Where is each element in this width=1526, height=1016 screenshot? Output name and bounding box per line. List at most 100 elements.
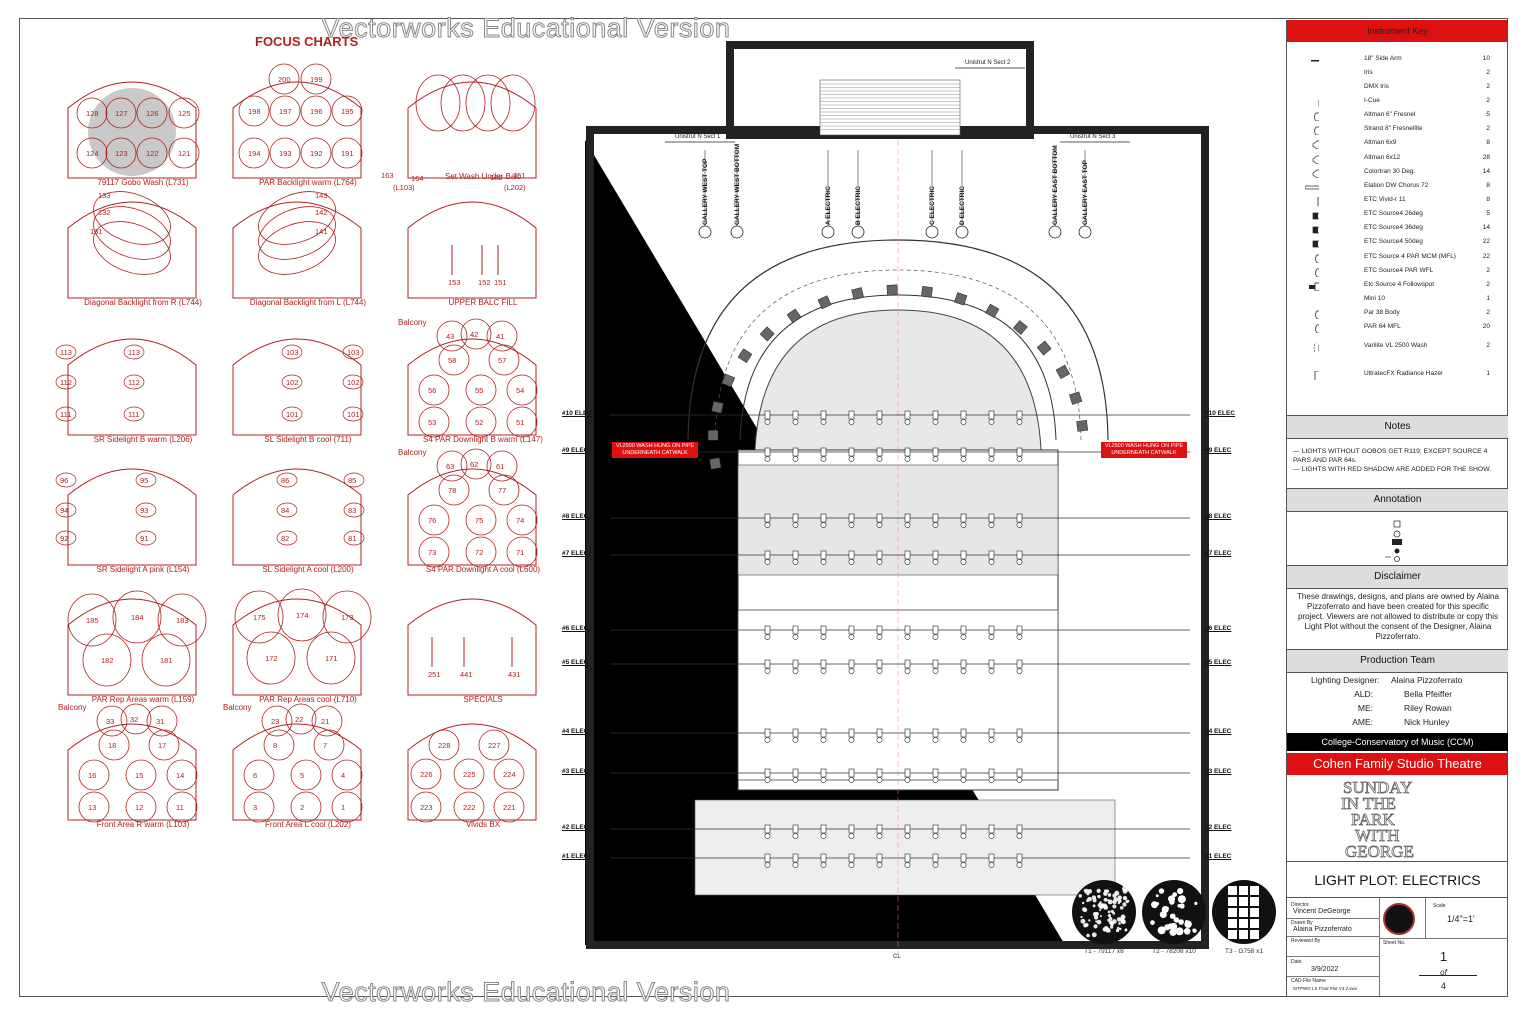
focus-chart-6-diagram: 153152151 (408, 188, 558, 308)
key-row-11-count: 8 (1486, 196, 1490, 203)
team-role-4: AME: (1352, 717, 1373, 727)
focus-chart-9-diagram: 4342415857565554535251 (408, 325, 558, 445)
focus-chart-12-num-6: 76 (428, 516, 436, 525)
focus-chart-12-num-11: 71 (516, 548, 524, 557)
focus-chart-14-num-2: 174 (296, 611, 309, 620)
vertical-pipe-3: A ELECTRIC (825, 186, 832, 225)
annotation-symbol (1377, 517, 1417, 567)
key-row-2: Iris2 (1287, 69, 1508, 83)
note-2-text: LIGHTS WITH RED SHADOW ARE ADDED FOR THE… (1302, 466, 1491, 473)
key-row-14-count: 22 (1483, 238, 1490, 245)
key-row-4: I-Cue2 (1287, 97, 1508, 111)
key-s4-icon (1305, 239, 1319, 248)
instrument-key-header: Instrument Key (1287, 20, 1508, 42)
vertical-pipe-7: GALLERY EAST BOTTOM (1052, 145, 1059, 225)
focus-chart-18-num-6: 223 (420, 803, 433, 812)
focus-chart-9-num-8: 54 (516, 386, 524, 395)
title-block: Instrument Key 18" Side Arm 10Iris2DMX Ir… (1286, 20, 1508, 996)
pipe-label-left-7: #4 ELEC (562, 728, 588, 735)
focus-chart-1-num-3: 126 (146, 109, 159, 118)
focus-chart-10-num-2: 95 (140, 476, 148, 485)
pipe-label-left-8: #3 ELEC (562, 768, 588, 775)
key-row-1-name: 18" Side Arm (1364, 55, 1402, 62)
focus-chart-11: 868584838281SL Sidelight A cool (L200) (233, 455, 383, 575)
school-banner: College-Conservatory of Music (CCM) (1287, 733, 1508, 751)
focus-chart-12-num-4: 78 (448, 486, 456, 495)
focus-chart-14-num-3: 173 (341, 613, 354, 622)
key-row-7-count: 8 (1486, 139, 1490, 146)
focus-chart-17-balcony: Balcony (223, 703, 251, 712)
watermark-bottom: Vectorworks Educational Version (0, 977, 1289, 1008)
focus-chart-7-num-6: 111 (128, 410, 139, 419)
sheet-number: 1 (1379, 949, 1508, 964)
pipe-label-right-3: #8 ELEC (1205, 513, 1231, 520)
focus-chart-4: 133132131Diagonal Backlight from R (L744… (68, 188, 218, 308)
focus-chart-9-num-9: 53 (428, 418, 436, 427)
focus-chart-8: 103103102102101101SL Sidelight B cool (7… (233, 325, 383, 445)
key-row-17-name: Etc Source 4 Followspot (1364, 281, 1434, 288)
pipe-label-right-7: #4 ELEC (1205, 728, 1231, 735)
focus-chart-7-num-2: 113 (128, 348, 140, 357)
vertical-pipe-2: GALLERY WEST BOTTOM (734, 144, 741, 225)
focus-chart-14-num-4: 172 (265, 654, 278, 663)
focus-chart-16-num-10: 12 (135, 803, 143, 812)
focus-chart-16: 3332311817161514131211BalconyFront Area … (68, 710, 218, 830)
team-name-3: Riley Rowan (1404, 703, 1452, 713)
focus-chart-15: 251441431SPECIALS (408, 585, 558, 705)
focus-chart-5-num-1: 143 (315, 191, 328, 200)
key-row-10-name: Elation DW Chorus 72 (1364, 182, 1428, 189)
key-s4-icon (1305, 211, 1319, 220)
note-2: — LIGHTS WITH RED SHADOW ARE ADDED FOR T… (1293, 465, 1503, 474)
key-row-10: Elation DW Chorus 728 (1287, 182, 1508, 196)
focus-charts-panel: FOCUS CHARTS 128127126125124123122121791… (40, 30, 570, 830)
key-row-15-name: ETC Source 4 PAR MCM (MFL) (1364, 253, 1456, 260)
focus-chart-6-num-1: 153 (448, 278, 461, 287)
focus-chart-16-num-5: 17 (158, 741, 166, 750)
focus-chart-16-num-2: 32 (130, 715, 138, 724)
reviewed-label: Reviewed By (1291, 938, 1320, 944)
key-row-6-count: 2 (1486, 125, 1490, 132)
key-row-17: Etc Source 4 Followspot 2 (1287, 281, 1508, 295)
gobo-t1: T1 - 79117 x8 (1072, 880, 1136, 955)
key-icue-icon (1305, 98, 1319, 107)
key-row-15-count: 22 (1483, 253, 1490, 260)
key-row-3-name: DMX Iris (1364, 83, 1389, 90)
focus-chart-12-num-5: 77 (498, 486, 506, 495)
focus-chart-17-num-3: 21 (321, 717, 329, 726)
focus-chart-7-num-3: 112 (60, 378, 72, 387)
key-row-21-name: Varilite VL 2500 Wash (1364, 342, 1427, 349)
key-row-13-count: 14 (1483, 224, 1490, 231)
focus-chart-12: 6362617877767574737271BalconyS4 PAR Down… (408, 455, 558, 575)
focus-chart-16-label: Front Area R warm (L103) (48, 820, 238, 829)
focus-chart-18-diagram: 228227226225224223222221 (408, 710, 558, 830)
focus-chart-13-num-4: 182 (101, 656, 114, 665)
focus-chart-7-label: SR Sidelight B warm (L206) (48, 435, 238, 444)
gobo-t2: T2 - 78208 x10 (1142, 880, 1206, 955)
focus-chart-16-num-7: 15 (135, 771, 143, 780)
annotation-header: Annotation (1287, 488, 1508, 512)
focus-chart-17: 23222187654321BalconyFront Area L cool (… (233, 710, 383, 830)
pipe-label-left-9: #2 ELEC (562, 824, 588, 831)
key-row-6: Strand 8" Fresnellite2 (1287, 125, 1508, 139)
gobo-t2-label: T2 - 78208 x10 (1152, 948, 1196, 955)
disclaimer-header: Disclaimer (1287, 565, 1508, 589)
focus-chart-5-diagram: 143142141 (233, 188, 383, 308)
key-row-18: Mini 101 (1287, 295, 1508, 309)
pipe-label-left-2: #9 ELEC (562, 447, 588, 454)
key-row-2-count: 2 (1486, 69, 1490, 76)
focus-chart-4-num-1: 133 (98, 191, 111, 200)
key-dot-icon (1305, 70, 1319, 79)
focus-chart-10-num-1: 96 (60, 476, 68, 485)
focus-chart-11-label: SL Sidelight A cool (L200) (213, 565, 403, 574)
date-value: 3/9/2022 (1311, 966, 1338, 973)
focus-chart-16-diagram: 3332311817161514131211 (68, 710, 218, 830)
focus-chart-13: 185184183182181PAR Rep Areas warm (L159) (68, 585, 218, 705)
key-row-13-name: ETC Source4 36deg (1364, 224, 1423, 231)
key-row-17-count: 2 (1486, 281, 1490, 288)
focus-chart-8-num-3: 102 (286, 378, 299, 387)
focus-chart-16-num-3: 31 (156, 717, 164, 726)
focus-chart-7-num-4: 112 (128, 378, 140, 387)
key-row-8: Altman 6x1228 (1287, 154, 1508, 168)
focus-chart-9-num-4: 58 (448, 356, 456, 365)
key-row-1-count: 10 (1483, 55, 1490, 62)
